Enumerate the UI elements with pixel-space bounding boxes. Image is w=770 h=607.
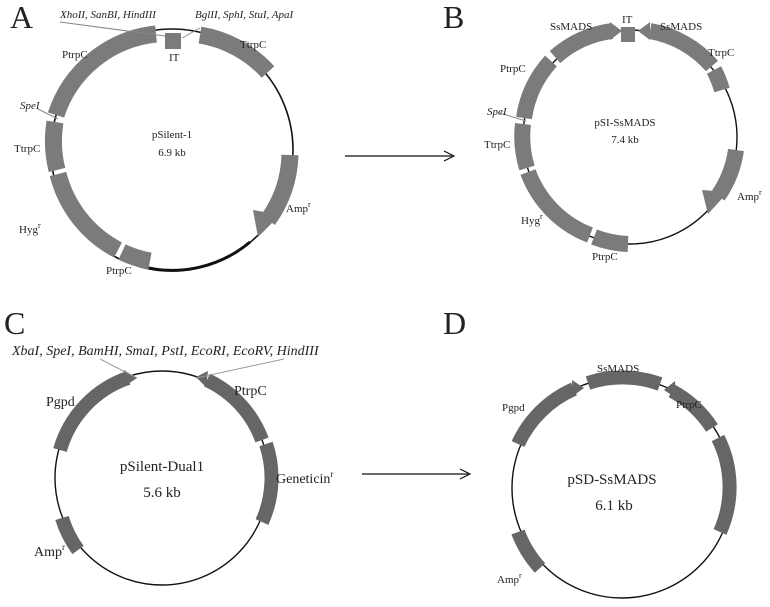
panel-b-letter: B xyxy=(443,0,464,35)
a-label-spe: SpeI xyxy=(20,100,41,112)
b-label-amp: Ampr xyxy=(737,188,762,203)
feature-b-ttrpc-top xyxy=(706,66,730,93)
a-sites-right: BglII, SphI, StuI, ApaI xyxy=(195,9,295,21)
panel-a: A XhoII, SanBI, HindIII BglII, SphI, Stu… xyxy=(10,0,311,277)
panel-c-letter: C xyxy=(4,305,25,341)
b-spe-leader xyxy=(499,112,527,122)
feature-a-ttrpc-top xyxy=(198,26,275,78)
feature-c-pgpd xyxy=(53,371,131,453)
c-plasmid-name: pSilent-Dual1 xyxy=(120,459,204,475)
feature-a-ptrpc-bottom xyxy=(118,244,152,270)
feature-a-spe-block xyxy=(44,120,66,173)
plasmid-a-backbone-thick xyxy=(139,240,251,272)
feature-b-ssmads-left xyxy=(549,23,614,64)
b-label-ptrpc-left: PtrpC xyxy=(500,63,526,75)
a-label-ttrpc-left: TtrpC xyxy=(14,143,40,155)
b-label-ptrpc-bottom: PtrpC xyxy=(592,251,618,263)
d-label-pgpd: Pgpd xyxy=(502,402,525,414)
a-label-ptrpc-left: PtrpC xyxy=(62,49,88,61)
d-plasmid-size: 6.1 kb xyxy=(595,498,633,514)
a-label-it: IT xyxy=(169,52,180,64)
b-label-hyg: Hygr xyxy=(521,212,543,227)
feature-d-ssmads xyxy=(585,370,663,391)
panel-a-letter: A xyxy=(10,0,33,35)
c-sites-leader-left xyxy=(99,358,138,379)
feature-b-amp-arrowhead xyxy=(702,190,728,214)
d-plasmid-name: pSD-SsMADS xyxy=(567,472,656,488)
a-label-ttrpc-top: TtrpC xyxy=(240,39,266,51)
feature-a-hyg xyxy=(49,171,123,258)
feature-b-ptrpc-left xyxy=(516,55,558,120)
panel-b: B SsMADS IT SsMADS TtrpC PtrpC SpeI Ttrp… xyxy=(443,0,762,263)
panel-d-letter: D xyxy=(443,305,466,341)
a-label-ptrpc-bottom: PtrpC xyxy=(106,265,132,277)
c-label-geneticin: Geneticinr xyxy=(276,469,333,487)
c-label-amp: Ampr xyxy=(34,542,65,560)
feature-a-ptrpc-left xyxy=(47,25,158,118)
c-sites: XbaI, SpeI, BamHI, SmaI, PstI, EcoRI, Ec… xyxy=(11,344,320,359)
feature-d-ptrpc-arrowhead xyxy=(664,381,676,398)
d-label-ptrpc: PtrpC xyxy=(676,399,702,411)
feature-b-it-box xyxy=(621,27,635,42)
panel-d: D SsMADS Pgpd PtrpC Ampr pSD-SsMADS 6.1 … xyxy=(443,305,737,599)
feature-d-amp xyxy=(511,529,546,573)
b-label-it: IT xyxy=(622,14,633,26)
b-plasmid-name: pSI-SsMADS xyxy=(594,117,655,129)
feature-c-ptrpc-arrowhead xyxy=(196,371,208,387)
c-label-ptrpc: PtrpC xyxy=(234,384,267,399)
feature-b-ssmads-right xyxy=(648,23,719,72)
feature-b-ptrpc-bottom xyxy=(591,229,629,252)
b-label-ttrpc-left: TtrpC xyxy=(484,139,510,151)
feature-c-pgpd-arrowhead xyxy=(124,370,137,386)
c-plasmid-size: 5.6 kb xyxy=(143,485,181,501)
c-sites-leader-right xyxy=(195,358,285,379)
b-label-ssmads-left: SsMADS xyxy=(550,21,592,33)
c-label-pgpd: Pgpd xyxy=(46,395,75,410)
a-sites-left: XhoII, SanBI, HindIII xyxy=(59,9,157,21)
a-spe-leader xyxy=(37,108,59,120)
feature-c-geneticin xyxy=(255,441,279,525)
feature-b-ssmads-right-arrowhead xyxy=(638,22,650,40)
feature-b-amp xyxy=(711,148,744,201)
arrow-c-to-d xyxy=(362,468,472,480)
a-sites-right-leader xyxy=(181,27,201,39)
feature-a-amp-arrowhead xyxy=(253,210,280,237)
feature-c-ptrpc xyxy=(203,373,269,443)
feature-c-amp xyxy=(55,515,84,555)
d-label-amp: Ampr xyxy=(497,571,522,586)
feature-b-ssmads-left-arrowhead xyxy=(610,22,622,40)
panel-c: C XbaI, SpeI, BamHI, SmaI, PstI, EcoRI, … xyxy=(4,305,333,586)
a-plasmid-size: 6.9 kb xyxy=(158,147,186,159)
a-plasmid-name: pSilent-1 xyxy=(152,129,192,141)
a-sites-left-leader xyxy=(59,21,166,37)
b-label-ttrpc-top: TtrpC xyxy=(708,47,734,59)
a-label-hyg: Hygr xyxy=(19,221,41,236)
arrow-a-to-b xyxy=(345,150,456,162)
feature-b-hyg xyxy=(520,169,594,243)
feature-b-spe-block xyxy=(514,123,535,171)
feature-a-it-box xyxy=(165,33,181,49)
d-label-ssmads: SsMADS xyxy=(597,363,639,375)
feature-d-pgpd xyxy=(511,382,577,448)
b-label-spe: SpeI xyxy=(487,106,508,118)
b-plasmid-size: 7.4 kb xyxy=(611,134,639,146)
b-label-ssmads-right: SsMADS xyxy=(660,21,702,33)
feature-d-marker xyxy=(711,434,737,535)
a-label-amp: Ampr xyxy=(286,200,311,215)
feature-d-pgpd-arrowhead xyxy=(572,380,584,396)
